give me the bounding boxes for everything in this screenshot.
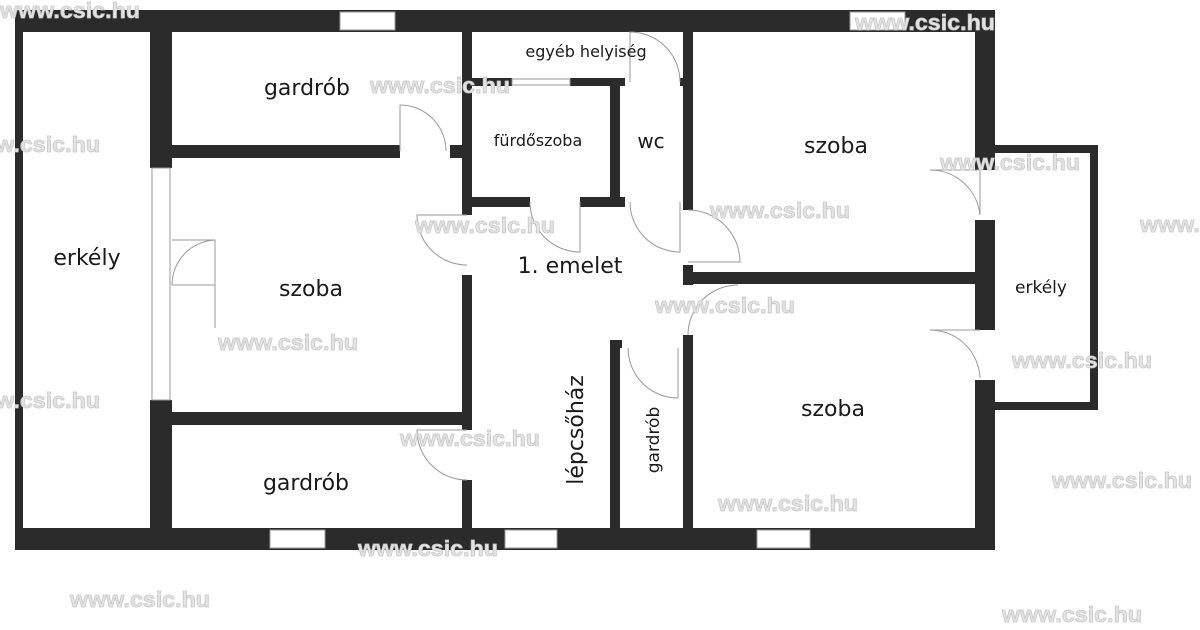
watermark: www.csic.hu [69, 587, 210, 612]
watermark: www.csic.hu [717, 491, 858, 516]
wall [150, 32, 172, 168]
wall [472, 197, 530, 207]
outer-wall-right [975, 380, 995, 550]
wall [150, 400, 172, 528]
watermark: www.csic.hu [709, 198, 850, 223]
room-label-szoba-top-right: szoba [804, 134, 868, 159]
floor-label: 1. emelet [518, 254, 623, 279]
room-label-lepcsohaz: lépcsőház [564, 375, 589, 485]
balcony-wall [995, 145, 1098, 153]
wall [580, 197, 625, 207]
doors [171, 31, 981, 481]
watermark: www.csic.hu [1051, 468, 1192, 493]
door-swing [171, 239, 216, 328]
room-label-erkely-right: erkély [1015, 278, 1067, 298]
door-swing [416, 429, 468, 481]
room-label-gardrob-bottom: gardrób [263, 471, 349, 496]
room-label-furdoszoba: fürdőszoba [494, 131, 583, 150]
wall [472, 78, 512, 86]
windows [151, 11, 906, 549]
walls [15, 10, 1098, 550]
outer-wall-left [15, 10, 23, 550]
watermark: www.csic.hu [0, 388, 100, 413]
room-label-szoba-bottom-right: szoba [801, 397, 865, 422]
wall [610, 78, 620, 205]
door-swing [687, 284, 739, 336]
wall [610, 340, 622, 348]
balcony-wall [995, 402, 1098, 410]
door-swing [529, 201, 581, 253]
door-swing [629, 201, 681, 253]
outer-wall-right [975, 220, 995, 330]
watermark: www.csic.hu [1011, 348, 1152, 373]
door-swing [416, 214, 468, 266]
room-label-gardrob-top: gardrób [264, 76, 350, 101]
door-swing [687, 209, 741, 263]
watermark: www.csic.hu [357, 536, 498, 561]
room-labels: erkély gardrób szoba gardrób egyéb helyi… [53, 42, 1067, 496]
window [511, 78, 571, 86]
wall [172, 412, 462, 425]
watermark: www.csic.hu [399, 426, 540, 451]
wall [450, 145, 462, 158]
wall [462, 32, 472, 215]
door-swing [399, 104, 447, 152]
watermark: www.csic.hu [854, 10, 995, 35]
watermark: www.csic.hu [414, 213, 555, 238]
window [269, 529, 326, 549]
window [756, 529, 811, 549]
outer-wall-top [15, 10, 995, 32]
door-swing [627, 347, 679, 399]
wall [683, 265, 693, 285]
room-label-egyeb: egyéb helyiség [525, 42, 646, 61]
wall [683, 335, 693, 528]
wall [693, 272, 975, 284]
room-label-gardrob-small: gardrób [644, 407, 664, 474]
wall [610, 340, 620, 528]
door-swing [929, 329, 981, 379]
door-swing [929, 169, 981, 216]
watermark: www.csic.hu [939, 150, 1080, 175]
window [339, 11, 396, 31]
room-label-szoba-left: szoba [279, 277, 343, 302]
watermark: www.csic.hu [1001, 602, 1142, 627]
room-label-wc: wc [637, 129, 664, 153]
watermark: www.csic.hu [217, 330, 358, 355]
balcony-door [151, 167, 171, 401]
wall [680, 78, 685, 86]
outer-wall-right [975, 10, 995, 170]
window [504, 529, 558, 549]
balcony-wall [1090, 145, 1098, 410]
door-swing [629, 31, 681, 83]
wall [172, 145, 400, 158]
watermark: www.csic.hu [0, 132, 100, 157]
watermark: www.csic.hu [0, 0, 140, 23]
wall [683, 32, 693, 210]
window [849, 11, 906, 31]
room-label-erkely-left: erkély [53, 246, 120, 271]
watermark: www.csic.hu [1139, 212, 1200, 237]
wall [462, 275, 472, 430]
wall [462, 480, 472, 528]
watermark: www.csic.hu [369, 73, 510, 98]
watermark: www.csic.hu [654, 293, 795, 318]
wall [570, 78, 625, 86]
